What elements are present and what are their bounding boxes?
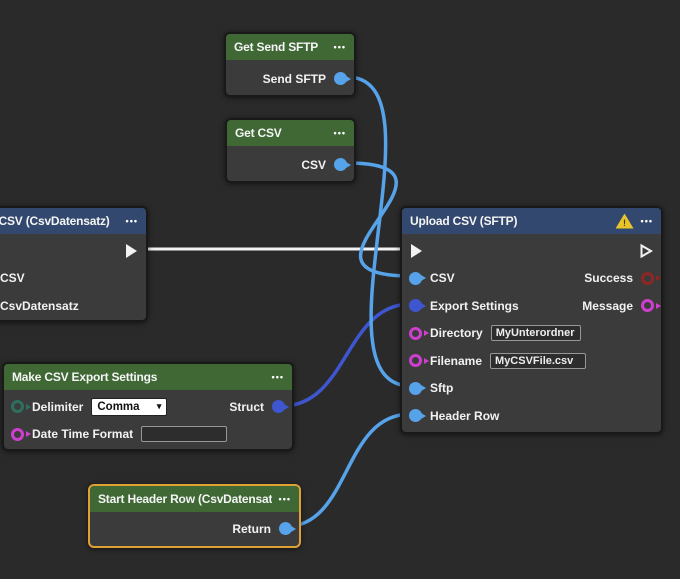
exec-out-pin[interactable]	[639, 243, 654, 259]
node-header[interactable]: Get Send SFTP •••	[226, 34, 354, 60]
output-pin-return[interactable]	[279, 522, 292, 536]
node-upload-csv[interactable]: Upload CSV (SFTP) ! ••• CSV Success	[400, 206, 663, 434]
input-pin-delimiter[interactable]	[11, 400, 24, 414]
input-label: Sftp	[430, 381, 454, 396]
exec-row	[402, 237, 661, 265]
menu-dots-icon[interactable]: •••	[333, 42, 346, 52]
pin-row: CSV Success	[402, 265, 661, 293]
node-get-send-sftp[interactable]: Get Send SFTP ••• Send SFTP	[224, 32, 356, 97]
pin-row: Date Time Format	[4, 421, 292, 449]
output-label: Message	[582, 298, 633, 313]
node-title: Get Send SFTP	[234, 40, 319, 54]
output-pin-struct[interactable]	[272, 400, 285, 414]
output-label: Success	[584, 271, 633, 286]
wire-struct-to-export-settings[interactable]	[281, 302, 412, 408]
node-header[interactable]: Upload CSV (SFTP) ! •••	[402, 208, 661, 234]
menu-dots-icon[interactable]: •••	[333, 128, 346, 138]
output-pin-success[interactable]	[641, 271, 654, 285]
node-header[interactable]: Make CSV Export Settings •••	[4, 364, 292, 390]
wire-csv-to-csv[interactable]	[346, 161, 412, 278]
exec-out-pin[interactable]	[124, 243, 139, 259]
input-pin-csv[interactable]	[409, 271, 422, 285]
node-start-header-row[interactable]: Start Header Row (CsvDatensatz) ••• Retu…	[88, 484, 301, 548]
node-get-csv[interactable]: Get CSV ••• CSV	[225, 118, 356, 183]
date-time-format-field[interactable]	[141, 426, 228, 443]
wire-return-to-header-row[interactable]	[283, 412, 412, 529]
exec-output-row	[0, 237, 146, 265]
input-label: Export Settings	[430, 298, 519, 313]
node-title: Start Header Row (CsvDatensatz)	[98, 492, 272, 506]
chevron-down-icon: ▾	[156, 401, 162, 412]
warning-triangle-icon[interactable]: !	[615, 213, 634, 229]
pin-row: Delimiter Comma ▾ Struct	[4, 393, 292, 421]
filename-field[interactable]	[490, 352, 587, 369]
input-pin-filename[interactable]	[409, 354, 422, 368]
input-pin-header-row[interactable]	[409, 409, 422, 423]
output-label: Struct	[229, 399, 264, 414]
output-label: CSV	[301, 157, 326, 172]
input-label: Delimiter	[32, 399, 84, 414]
input-label: Filename	[430, 353, 483, 368]
output-label: Send SFTP	[262, 71, 326, 86]
output-pin-csv[interactable]	[334, 158, 347, 172]
pin-label: CsvDatensatz	[0, 298, 79, 313]
node-to-csv[interactable]: To CSV (CsvDatensatz) ••• CSV CsvDatensa…	[0, 206, 148, 322]
output-row: Send SFTP	[226, 65, 354, 93]
node-header[interactable]: Get CSV •••	[227, 120, 354, 146]
pin-row: Header Row	[402, 402, 661, 430]
pin-row: Filename	[402, 347, 661, 375]
delimiter-select[interactable]: Comma ▾	[91, 397, 168, 416]
input-pin-directory[interactable]	[409, 326, 422, 340]
node-header[interactable]: Start Header Row (CsvDatensatz) •••	[90, 486, 299, 512]
output-label: Return	[232, 521, 271, 536]
exec-in-pin[interactable]	[409, 243, 424, 259]
output-pin-send-sftp[interactable]	[334, 72, 347, 86]
pin-row: Sftp	[402, 375, 661, 403]
menu-dots-icon[interactable]: •••	[640, 216, 653, 226]
directory-field[interactable]	[490, 325, 581, 342]
delimiter-select-value: Comma	[97, 400, 140, 413]
output-row: CSV	[227, 151, 354, 179]
input-pin-export-settings[interactable]	[409, 299, 422, 313]
pin-row: CSV	[0, 265, 146, 293]
node-title: Make CSV Export Settings	[12, 370, 158, 384]
input-label: Directory	[430, 326, 483, 341]
output-row: Return	[90, 515, 299, 543]
pin-row: CsvDatensatz	[0, 292, 146, 320]
menu-dots-icon[interactable]: •••	[278, 494, 291, 504]
menu-dots-icon[interactable]: •••	[125, 216, 138, 226]
menu-dots-icon[interactable]: •••	[271, 372, 284, 382]
input-pin-date-time-format[interactable]	[11, 427, 24, 441]
wire-sendsftp-to-sftp[interactable]	[346, 75, 412, 388]
pin-label: CSV	[0, 271, 25, 286]
node-title: Get CSV	[235, 126, 282, 140]
input-label: Date Time Format	[32, 427, 134, 442]
input-label: Header Row	[430, 408, 500, 423]
node-header[interactable]: To CSV (CsvDatensatz) •••	[0, 208, 146, 234]
node-title: Upload CSV (SFTP)	[410, 214, 518, 228]
node-title: To CSV (CsvDatensatz)	[0, 214, 110, 228]
input-label: CSV	[430, 271, 455, 286]
pin-row: Export Settings Message	[402, 292, 661, 320]
output-pin-message[interactable]	[641, 299, 654, 313]
pin-row: Directory	[402, 320, 661, 348]
node-make-csv-export-settings[interactable]: Make CSV Export Settings ••• Delimiter C…	[2, 362, 294, 451]
input-pin-sftp[interactable]	[409, 381, 422, 395]
